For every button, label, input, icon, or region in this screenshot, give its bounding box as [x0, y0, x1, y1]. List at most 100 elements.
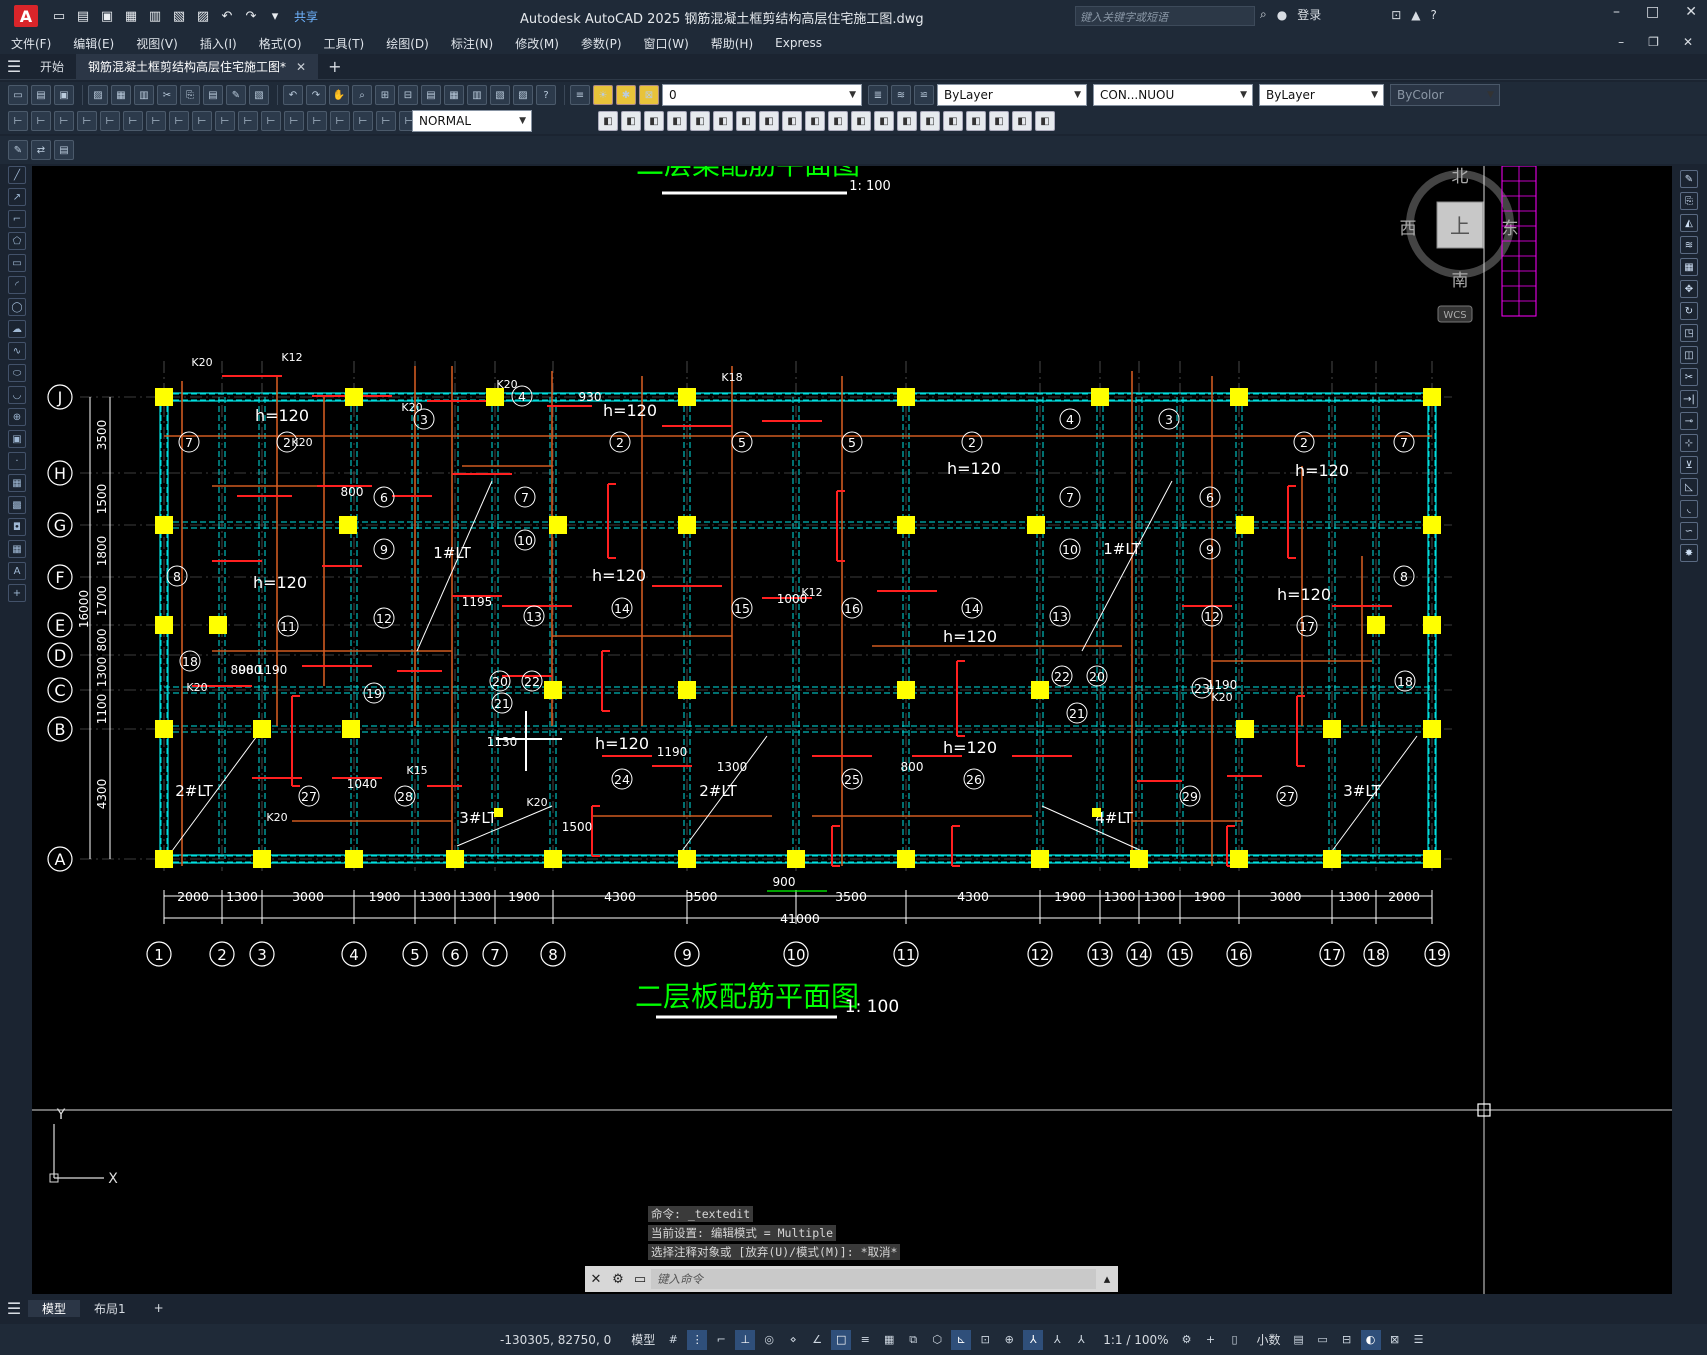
view-sw-icon[interactable]: ◧: [736, 111, 756, 131]
close-doc-icon[interactable]: ✕: [1682, 35, 1693, 49]
paste-icon[interactable]: ▤: [203, 85, 223, 105]
quick-properties-icon[interactable]: ▤: [1293, 1333, 1304, 1346]
rotate-icon[interactable]: ↻: [1680, 302, 1698, 320]
view-se-icon[interactable]: ◧: [759, 111, 779, 131]
menu-item[interactable]: 修改(M): [515, 36, 559, 51]
move-icon[interactable]: ✥: [1680, 280, 1698, 298]
multiline-text-icon[interactable]: A: [8, 562, 26, 580]
grid-icon[interactable]: #: [668, 1333, 678, 1346]
pan-icon[interactable]: ✋: [329, 85, 349, 105]
menu-item[interactable]: 参数(P): [580, 36, 622, 51]
selection-cycling-icon[interactable]: ⧉: [909, 1332, 918, 1346]
menu-item[interactable]: Express: [775, 36, 822, 50]
offset-icon[interactable]: ≋: [1680, 236, 1698, 254]
coordinate-readout[interactable]: -130305, 82750, 0: [500, 1332, 612, 1347]
visual-style-icon[interactable]: ◧: [851, 111, 871, 131]
point-icon[interactable]: ·: [8, 452, 26, 470]
circle-icon[interactable]: ◯: [8, 298, 26, 316]
dim-space-icon[interactable]: ⊢: [261, 111, 281, 131]
plot-icon[interactable]: ▧: [172, 8, 186, 24]
plot-preview-icon[interactable]: ▦: [111, 85, 131, 105]
auto-scale-icon[interactable]: ⅄: [1053, 1333, 1061, 1346]
view-back-icon[interactable]: ◧: [713, 111, 733, 131]
ellipse-arc-icon[interactable]: ◡: [8, 386, 26, 404]
units-icon[interactable]: ▯: [1231, 1333, 1238, 1346]
command-history-toggle-icon[interactable]: ▴: [1103, 1271, 1111, 1287]
copy-icon[interactable]: ⎘: [180, 85, 200, 105]
save-as-icon[interactable]: ▦: [124, 8, 138, 24]
text-style-dropdown[interactable]: NORMAL▼: [412, 110, 532, 132]
minimize-doc-icon[interactable]: –: [1618, 35, 1625, 49]
ordinate-dim-icon[interactable]: ⊢: [77, 111, 97, 131]
lock-ui-icon[interactable]: ▭: [1317, 1333, 1328, 1346]
inspect-icon[interactable]: ⊢: [353, 111, 373, 131]
layer-lock-icon[interactable]: ⊠: [639, 85, 659, 105]
new-tab-icon[interactable]: +: [328, 57, 342, 76]
sheet-set-icon[interactable]: ▧: [490, 85, 510, 105]
annotation-scale-value[interactable]: 1:1 / 100%: [1103, 1332, 1169, 1347]
menu-item[interactable]: 视图(V): [136, 36, 178, 51]
view-left-icon[interactable]: ◧: [644, 111, 664, 131]
new-icon[interactable]: ▭: [8, 85, 28, 105]
customize-icon[interactable]: ▾: [271, 8, 279, 24]
ellipse-icon[interactable]: ⬭: [8, 364, 26, 382]
ray-icon[interactable]: ↗: [8, 188, 26, 206]
break-icon[interactable]: ⊹: [1680, 434, 1698, 452]
make-current-layer-icon[interactable]: ≣: [868, 85, 888, 105]
chamfer-icon[interactable]: ◺: [1680, 478, 1698, 496]
tab-document[interactable]: 钢筋混凝土框剪结构高层住宅施工图* ✕: [76, 53, 319, 80]
redo-icon[interactable]: ↷: [245, 8, 257, 24]
new-icon[interactable]: ▭: [52, 8, 66, 24]
3d-osnap-icon[interactable]: ⬡: [932, 1333, 943, 1346]
tolerance-icon[interactable]: ⊢: [307, 111, 327, 131]
add-layout-icon[interactable]: +: [153, 1301, 164, 1315]
jogged-dim-icon[interactable]: ⊢: [123, 111, 143, 131]
object-snap-icon[interactable]: □: [831, 1329, 852, 1350]
menu-item[interactable]: 插入(I): [199, 36, 237, 51]
ucs-previous-icon[interactable]: ◧: [1012, 111, 1032, 131]
clean-screen-icon[interactable]: ⊠: [1389, 1333, 1400, 1346]
infer-icon[interactable]: ⌐: [716, 1333, 726, 1346]
view-nw-icon[interactable]: ◧: [805, 111, 825, 131]
help-icon[interactable]: ?: [536, 85, 556, 105]
join-icon[interactable]: ⊻: [1680, 456, 1698, 474]
block-attribute-icon[interactable]: ▤: [54, 140, 74, 160]
aligned-dim-icon[interactable]: ⊢: [31, 111, 51, 131]
gizmo-icon[interactable]: ⊕: [1004, 1333, 1014, 1346]
print-icon[interactable]: ▨: [196, 8, 210, 24]
view-top-icon[interactable]: ◧: [598, 111, 618, 131]
color-dropdown[interactable]: ByLayer▼: [937, 84, 1087, 106]
conceptual-icon[interactable]: ◧: [920, 111, 940, 131]
add-selected-icon[interactable]: +: [8, 584, 26, 602]
gradient-icon[interactable]: ▩: [8, 496, 26, 514]
copy-icon[interactable]: ⎘: [1680, 192, 1698, 210]
maximize-icon[interactable]: □: [1646, 4, 1660, 20]
erase-icon[interactable]: ✎: [1680, 170, 1698, 188]
fillet-icon[interactable]: ◟: [1680, 500, 1698, 518]
close-icon[interactable]: ✕: [1685, 4, 1697, 20]
cart-icon[interactable]: ⊡: [1391, 7, 1402, 22]
block-editor-icon[interactable]: ▧: [249, 85, 269, 105]
menu-item[interactable]: 窗口(W): [643, 36, 689, 51]
open-icon[interactable]: ▤: [76, 8, 90, 24]
layer-properties-icon[interactable]: ≡: [570, 85, 590, 105]
menu-item[interactable]: 标注(N): [450, 36, 494, 51]
revision-cloud-icon[interactable]: ☁: [8, 320, 26, 338]
blend-icon[interactable]: ∽: [1680, 522, 1698, 540]
view-ne-icon[interactable]: ◧: [782, 111, 802, 131]
lineweight-dropdown[interactable]: ByLayer▼: [1259, 84, 1384, 106]
search-input[interactable]: 键入关键字或短语: [1075, 6, 1255, 26]
minimize-icon[interactable]: –: [1613, 4, 1621, 20]
annotation-visibility-icon[interactable]: ⅄: [1023, 1329, 1044, 1350]
close-command-icon[interactable]: ✕: [590, 1271, 602, 1287]
layer-on-icon[interactable]: ☀: [593, 85, 613, 105]
table-icon[interactable]: ▦: [8, 540, 26, 558]
ucs-icon[interactable]: ◧: [966, 111, 986, 131]
tab-close-icon[interactable]: ✕: [296, 59, 307, 74]
hamburger-icon[interactable]: ☰: [6, 57, 22, 76]
zoom-realtime-icon[interactable]: ⌕: [352, 85, 372, 105]
scale-icon[interactable]: ◳: [1680, 324, 1698, 342]
menu-item[interactable]: 绘图(D): [386, 36, 429, 51]
linetype-dropdown[interactable]: CON...NUOU▼: [1093, 84, 1253, 106]
